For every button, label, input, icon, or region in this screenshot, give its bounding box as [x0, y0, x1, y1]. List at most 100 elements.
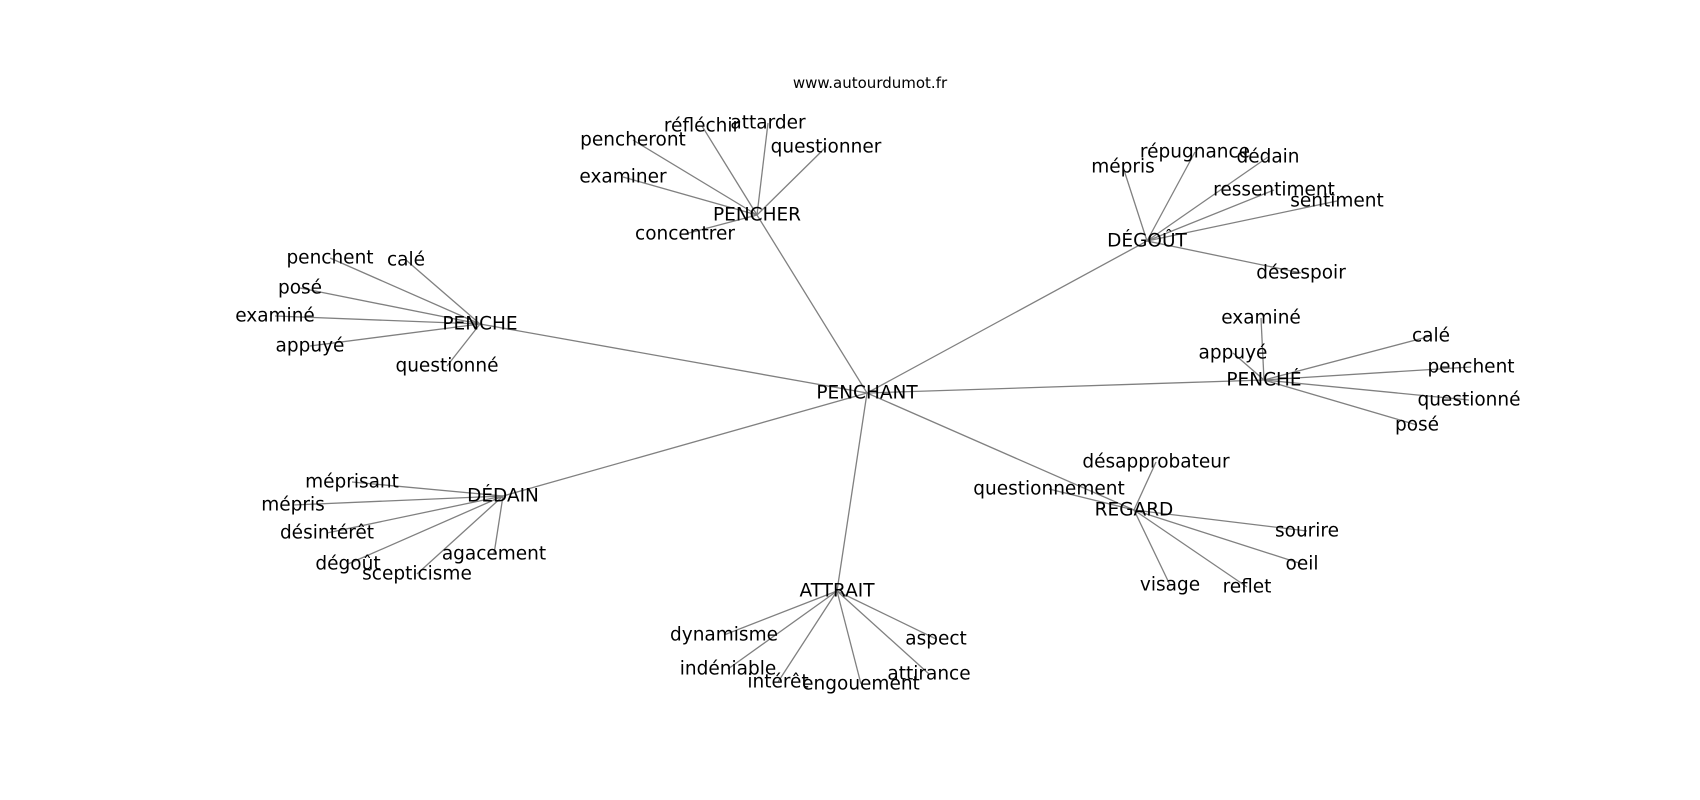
leaf-node[interactable]: penchent — [286, 248, 373, 269]
edge-group-to-word — [1146, 156, 1269, 242]
edge-group-to-word — [1263, 379, 1470, 401]
edge-group-to-word — [756, 146, 827, 216]
leaf-node[interactable]: aspect — [905, 629, 967, 650]
edge-group-to-word — [1122, 166, 1148, 242]
edge-group-to-word — [347, 495, 504, 565]
edge-root-to-group — [756, 214, 868, 394]
leaf-node[interactable]: calé — [387, 250, 425, 271]
leaf-node[interactable]: scepticisme — [362, 564, 472, 585]
edge-group-to-word — [632, 139, 758, 216]
edge-group-to-word — [727, 590, 838, 670]
edge-root-to-group — [866, 240, 1148, 394]
edge-group-to-word — [836, 590, 930, 675]
edge-group-to-word — [1133, 509, 1171, 586]
root-node[interactable]: PENCHANT — [816, 383, 918, 404]
leaf-node[interactable]: appuyé — [1199, 343, 1268, 364]
leaf-node[interactable]: sourire — [1275, 521, 1339, 542]
edge-group-to-word — [405, 259, 481, 325]
edge-group-to-word — [684, 214, 758, 235]
edge-group-to-word — [701, 125, 758, 216]
leaf-node[interactable]: penchent — [1427, 357, 1514, 378]
leaf-node[interactable]: indéniable — [680, 659, 776, 680]
leaf-node[interactable]: répugnance — [1140, 142, 1250, 163]
leaf-node[interactable]: intérêt — [747, 672, 808, 693]
leaf-node[interactable]: désespoir — [1256, 263, 1346, 284]
edge-group-to-word — [292, 495, 504, 506]
edge-group-to-word — [1260, 317, 1265, 381]
leaf-node[interactable]: calé — [1412, 326, 1450, 347]
leaf-node[interactable]: mépris — [261, 495, 325, 516]
leaf-node[interactable]: concentrer — [635, 224, 735, 245]
leaf-node[interactable]: dédain — [1236, 147, 1299, 168]
leaf-node[interactable]: posé — [1395, 415, 1439, 436]
edge-group-to-word — [299, 287, 481, 325]
group-node[interactable]: ATTRAIT — [799, 581, 875, 602]
edge-root-to-group — [866, 392, 1135, 511]
edge-group-to-word — [1146, 189, 1275, 242]
leaf-node[interactable]: reflet — [1223, 577, 1272, 598]
edge-group-to-word — [756, 122, 769, 216]
leaf-node[interactable]: attirance — [887, 664, 970, 685]
edge-root-to-group — [479, 323, 868, 394]
leaf-node[interactable]: visage — [1140, 575, 1200, 596]
edge-group-to-word — [777, 590, 838, 683]
edge-group-to-word — [1232, 352, 1265, 381]
edge-group-to-word — [1146, 151, 1196, 242]
group-node[interactable]: DÉDAIN — [467, 485, 539, 507]
edge-group-to-word — [309, 323, 481, 347]
leaf-node[interactable]: dégoût — [315, 554, 380, 575]
group-node[interactable]: REGARD — [1095, 500, 1174, 521]
leaf-node[interactable]: attarder — [730, 113, 806, 134]
edge-group-to-word — [446, 323, 481, 367]
edge-group-to-word — [416, 495, 504, 575]
edge-group-to-word — [274, 315, 481, 325]
edge-group-to-word — [493, 495, 504, 555]
leaf-node[interactable]: méprisant — [305, 472, 399, 493]
leaf-node[interactable]: pencheront — [580, 130, 686, 151]
edge-group-to-word — [1146, 200, 1338, 242]
leaf-node[interactable]: examiné — [235, 306, 315, 327]
leaf-node[interactable]: ressentiment — [1213, 180, 1335, 201]
edge-group-to-word — [1133, 509, 1308, 532]
leaf-node[interactable]: réfléchir — [664, 116, 741, 137]
leaf-node[interactable]: examiner — [579, 167, 667, 188]
group-node[interactable]: PENCHÉ — [1226, 369, 1301, 391]
group-node[interactable]: DÉGOÛT — [1107, 230, 1187, 252]
group-node[interactable]: PENCHE — [442, 314, 517, 335]
edge-group-to-word — [1263, 379, 1418, 426]
leaf-node[interactable]: examiné — [1221, 308, 1301, 329]
leaf-node[interactable]: dynamisme — [670, 625, 778, 646]
edge-root-to-group — [836, 392, 868, 592]
edge-group-to-word — [329, 257, 481, 325]
leaf-node[interactable]: questionné — [1417, 390, 1520, 411]
edge-group-to-word — [1133, 509, 1248, 588]
edge-root-to-group — [866, 379, 1265, 394]
edge-group-to-word — [1146, 240, 1302, 274]
edge-group-to-word — [351, 481, 504, 497]
leaf-node[interactable]: questionné — [395, 356, 498, 377]
leaf-node[interactable]: posé — [278, 278, 322, 299]
edge-group-to-word — [1133, 461, 1157, 511]
edge-group-to-word — [622, 176, 758, 216]
edge-group-to-word — [1263, 366, 1472, 381]
edge-group-to-word — [836, 590, 937, 640]
credit-text: www.autourdumot.fr — [793, 74, 948, 92]
edge-group-to-word — [1048, 488, 1135, 511]
leaf-node[interactable]: appuyé — [276, 336, 345, 357]
leaf-node[interactable]: agacement — [442, 544, 546, 565]
leaf-node[interactable]: mépris — [1091, 157, 1155, 178]
edge-group-to-word — [723, 590, 838, 636]
graph-edges — [274, 122, 1472, 685]
leaf-node[interactable]: questionnement — [973, 479, 1124, 500]
leaf-node[interactable]: questionner — [771, 137, 882, 158]
leaf-node[interactable]: désintérêt — [280, 523, 374, 544]
edge-group-to-word — [1263, 335, 1432, 381]
leaf-node[interactable]: désapprobateur — [1082, 452, 1230, 473]
leaf-node[interactable]: oeil — [1286, 554, 1319, 575]
leaf-node[interactable]: sentiment — [1290, 191, 1384, 212]
group-node[interactable]: PENCHER — [713, 205, 801, 226]
leaf-node[interactable]: engouement — [802, 674, 920, 695]
edge-group-to-word — [326, 495, 504, 534]
